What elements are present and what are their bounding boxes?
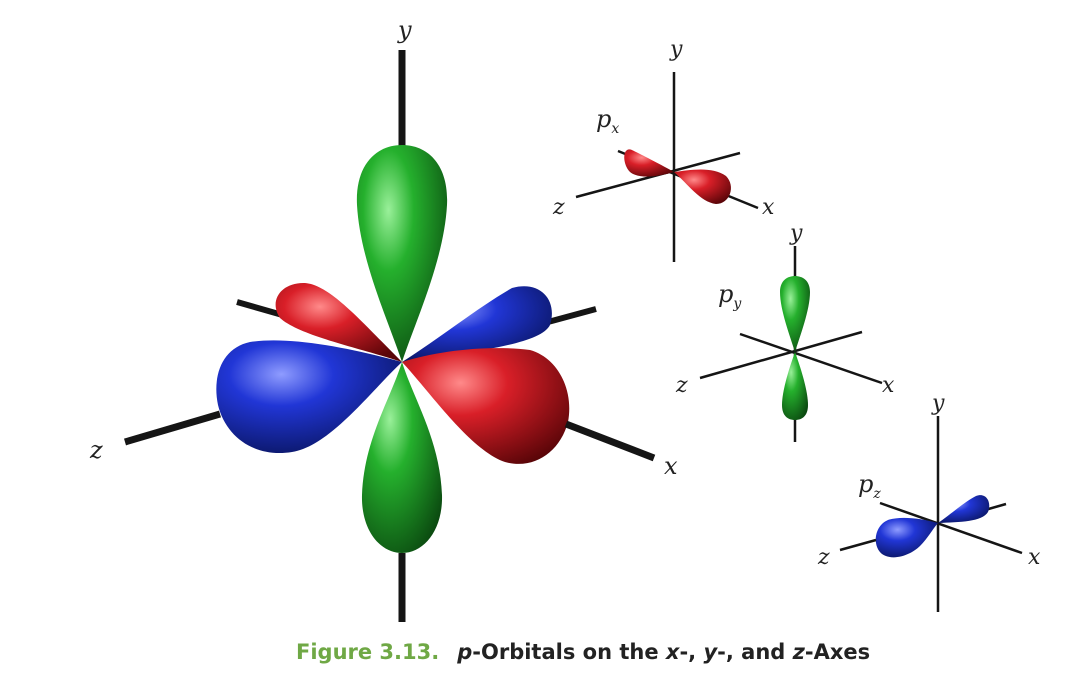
py-x-axis — [739, 332, 883, 385]
pz-y-label: y — [931, 391, 945, 416]
caption-part-z: z — [792, 640, 805, 664]
pz-x-label: x — [1028, 545, 1041, 570]
px-red-lobe-left — [624, 149, 674, 177]
caption-part-x: x — [665, 640, 680, 664]
px-y-label: y — [669, 37, 683, 62]
py-panel: py y z x — [675, 221, 895, 442]
py-z-label: z — [675, 373, 688, 398]
pz-blue-lobe-back — [938, 495, 990, 523]
px-label: px — [596, 105, 619, 137]
main-y-label: y — [397, 16, 412, 44]
px-z-label: z — [552, 195, 565, 220]
main-x-axis-back — [547, 306, 597, 325]
main-red-lobe-back — [275, 282, 402, 362]
py-green-lobe-bottom — [782, 352, 808, 420]
py-x-label: x — [882, 373, 895, 398]
caption-part-y: y — [703, 640, 718, 664]
main-blue-lobe-front — [216, 340, 402, 454]
main-blue-lobe-back — [402, 286, 552, 362]
figure-caption: Figure 3.13. p-Orbitals on the x-, y-, an… — [296, 640, 1076, 664]
pz-label: pz — [858, 470, 881, 502]
main-z-label: z — [89, 436, 103, 464]
main-orbital-set: y z x — [89, 16, 678, 622]
py-z-axis — [699, 330, 863, 380]
pz-z-axis-front — [839, 538, 877, 552]
main-z-axis-front — [124, 410, 221, 446]
py-label: py — [718, 280, 742, 312]
py-green-lobe-top — [780, 276, 810, 352]
caption-part-p: p — [457, 640, 473, 664]
caption-part-7: -Axes — [804, 640, 871, 664]
main-x-label: x — [664, 452, 678, 480]
pz-x-axis — [879, 501, 1023, 555]
caption-part-1: -Orbitals on the — [472, 640, 666, 664]
px-red-lobe-right — [674, 169, 731, 204]
main-red-lobe-front — [402, 348, 570, 464]
main-green-lobe-top — [356, 145, 448, 362]
px-x-label: x — [762, 195, 775, 220]
caption-part-5: -, and — [717, 640, 793, 664]
py-y-label: y — [789, 221, 803, 246]
px-panel: px y z x — [552, 37, 775, 262]
pz-z-label: z — [817, 545, 830, 570]
main-x-axis-front — [564, 420, 656, 462]
main-green-lobe-bottom — [361, 362, 443, 553]
caption-part-3: -, — [679, 640, 704, 664]
pz-panel: pz y z x — [817, 391, 1041, 612]
figure-number: Figure 3.13. — [296, 640, 440, 664]
pz-blue-lobe-front — [875, 517, 938, 558]
